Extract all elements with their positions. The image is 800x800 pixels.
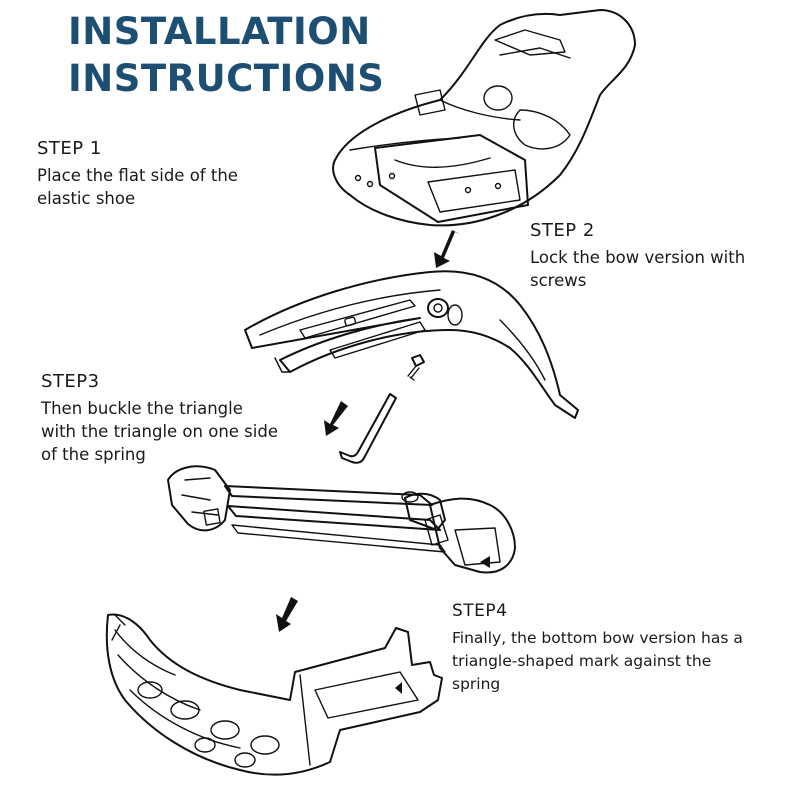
page-title: INSTALLATION INSTRUCTIONS — [68, 8, 384, 102]
step-2: STEP 2 Lock the bow version with screws — [530, 219, 745, 292]
arrow-down-icon — [434, 230, 460, 268]
step-4: STEP4 Finally, the bottom bow version ha… — [452, 600, 743, 696]
step-1-heading: STEP 1 — [37, 138, 102, 159]
step-3-text: Then buckle the triangle with the triang… — [41, 399, 278, 464]
screw-icon — [407, 354, 425, 381]
step-2-heading: STEP 2 — [530, 220, 595, 241]
step-1: STEP 1 Place the flat side of the elasti… — [37, 137, 238, 210]
step-4-heading: STEP4 — [452, 601, 508, 621]
spring-assembly — [167, 465, 516, 574]
boot-illustration — [332, 9, 636, 227]
step-1-text: Place the flat side of the elastic shoe — [37, 166, 238, 208]
upper-bow-plate — [244, 270, 579, 419]
hex-key-icon — [339, 393, 397, 464]
arrow-down-icon — [324, 401, 348, 436]
arrow-down-icon — [276, 597, 298, 632]
step-3: STEP3 Then buckle the triangle with the … — [41, 370, 278, 466]
step-3-heading: STEP3 — [41, 371, 100, 392]
step-2-text: Lock the bow version with screws — [530, 248, 746, 290]
bottom-bow-plate — [105, 613, 443, 776]
title-line-2: INSTRUCTIONS — [68, 57, 385, 100]
title-line-1: INSTALLATION — [68, 10, 371, 53]
step-4-text: Finally, the bottom bow version has a tr… — [452, 629, 743, 693]
